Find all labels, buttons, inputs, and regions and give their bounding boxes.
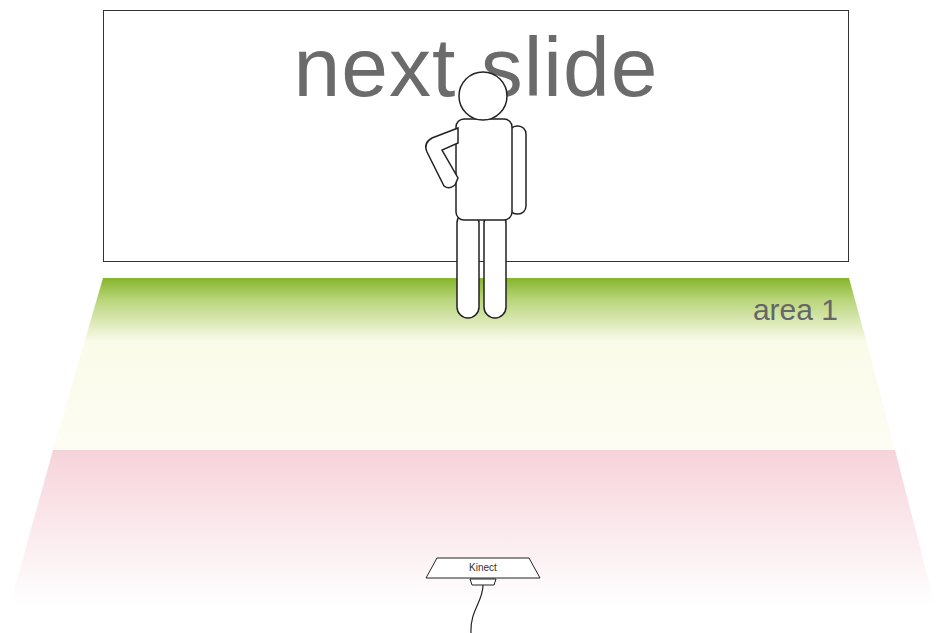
kinect-body bbox=[426, 558, 540, 578]
projection-screen: next slide bbox=[103, 10, 849, 262]
green-zone bbox=[85, 278, 866, 340]
kinect-base bbox=[470, 579, 496, 585]
area-label: area 1 bbox=[600, 290, 850, 330]
kinect-sensor: Kinect bbox=[425, 557, 541, 579]
device-label: Kinect bbox=[425, 557, 541, 579]
floor-area-band: area 1 bbox=[600, 290, 850, 330]
slide-text: next slide bbox=[104, 25, 848, 109]
yellow-zone bbox=[53, 340, 895, 450]
pink-zone bbox=[10, 450, 935, 605]
kinect-cable bbox=[471, 585, 483, 633]
